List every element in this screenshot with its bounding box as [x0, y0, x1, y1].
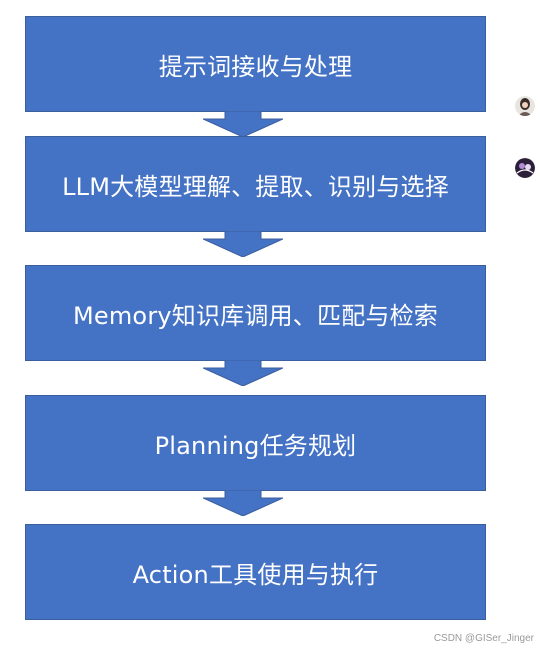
down-arrow-icon: [203, 231, 283, 257]
user-avatar-icon: [515, 96, 535, 116]
flow-step-label: 提示词接收与处理: [158, 52, 353, 81]
flow-step-label: Planning任务规划: [154, 431, 357, 460]
user-avatar-icon: [515, 158, 535, 178]
flow-step-label: LLM大模型理解、提取、识别与选择: [62, 172, 449, 201]
down-arrow-icon: [203, 111, 283, 137]
flow-step-prompt-processing: 提示词接收与处理: [25, 16, 486, 112]
flow-step-llm-understanding: LLM大模型理解、提取、识别与选择: [25, 136, 486, 232]
down-arrow-icon: [203, 360, 283, 386]
flow-step-action-execution: Action工具使用与执行: [25, 524, 486, 620]
avatar[interactable]: [515, 96, 535, 116]
flow-step-label: Memory知识库调用、匹配与检索: [72, 301, 438, 330]
watermark: CSDN @GISer_Jinger: [433, 633, 534, 644]
avatar[interactable]: [515, 158, 535, 178]
flow-step-memory-retrieval: Memory知识库调用、匹配与检索: [25, 265, 486, 361]
flow-step-planning: Planning任务规划: [25, 395, 486, 491]
down-arrow-icon: [203, 490, 283, 516]
flow-step-label: Action工具使用与执行: [132, 560, 379, 589]
